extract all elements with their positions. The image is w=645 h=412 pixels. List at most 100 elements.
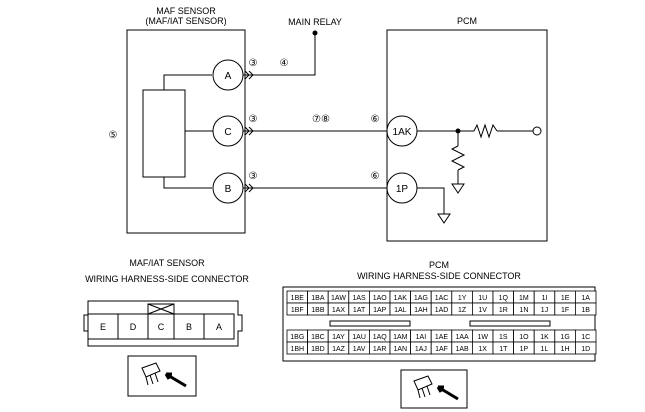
pcm-terminal-label: 1B [581, 307, 590, 314]
pcm-terminal-label: 1AU [352, 334, 366, 341]
marker-c-mid: ⑦⑧ [312, 114, 330, 125]
pcm-terminal-label: 1AK [394, 295, 408, 302]
marker-c-right: ⑥ [371, 114, 380, 125]
maf-pin-b: B [212, 172, 244, 204]
ground-symbol-1-icon [451, 183, 465, 194]
maf-connector-title: MAF/IAT SENSOR [129, 258, 205, 268]
pcm-terminal-label: 1C [581, 334, 590, 341]
pcm-terminal-label: 1H [561, 346, 570, 353]
marker-c-left: ③ [249, 114, 258, 125]
pcm-terminal-label: 1W [477, 334, 488, 341]
maf-terminal-a-label: A [216, 322, 222, 332]
maf-title: MAF SENSOR [156, 6, 216, 16]
maf-pin-a-label: A [225, 71, 232, 82]
pcm-terminal-label: 1M [519, 295, 529, 302]
reference-voltage-terminal [532, 126, 542, 136]
pcm-terminal-label: 1Z [458, 307, 467, 314]
main-relay-junction [312, 30, 318, 36]
pcm-terminal-label: 1BE [291, 295, 305, 302]
pcm-terminal-label: 1J [541, 307, 548, 314]
pcm-terminal-label: 1AQ [373, 334, 388, 341]
pcm-connector-view-icon [400, 369, 468, 409]
maf-pin-c-label: C [224, 127, 231, 138]
maf-terminal-e-label: E [100, 322, 106, 332]
pcm-terminal-label: 1F [561, 307, 569, 314]
pcm-terminal-label: 1AG [414, 295, 428, 302]
pcm-terminal-label: 1AD [435, 307, 449, 314]
pcm-terminal-label: 1K [540, 334, 549, 341]
pcm-terminal-cell [575, 341, 597, 355]
pcm-pin-1ak: 1AK [386, 115, 418, 147]
pcm-terminal-label: 1AO [373, 295, 388, 302]
latch-cross-icon [147, 303, 175, 315]
maf-side-marker: ⑤ [109, 130, 118, 141]
pcm-terminal-label: 1AJ [415, 346, 427, 353]
pcm-terminal-label: 1Q [499, 295, 509, 302]
pcm-terminal-label: 1X [478, 346, 487, 353]
pcm-pin-1p: 1P [386, 172, 418, 204]
marker-b-right: ⑥ [371, 171, 380, 182]
pcm-terminal-label: 1AW [331, 295, 346, 302]
maf-terminal-b [173, 313, 205, 340]
pcm-terminal-label: 1AR [373, 346, 387, 353]
pcm-terminal-label: 1T [499, 346, 508, 353]
pcm-terminal-label: 1AY [332, 334, 345, 341]
pcm-terminal-label: 1AV [353, 346, 366, 353]
pcm-terminal-label: 1D [581, 346, 590, 353]
maf-connector-view-icon [127, 355, 197, 397]
pcm-terminal-label: 1AA [455, 334, 469, 341]
maf-element [142, 89, 186, 178]
maf-terminal-d-label: D [130, 322, 137, 332]
pcm-terminal-label: 1BA [311, 295, 325, 302]
pcm-terminal-label: 1AB [455, 346, 469, 353]
wire-a-to-main-relay [243, 33, 316, 76]
pcm-terminal-label: 1L [541, 346, 549, 353]
marker-b-left: ③ [249, 171, 258, 182]
pcm-terminal-label: 1AC [435, 295, 449, 302]
maf-terminal-e [87, 313, 119, 340]
pcm-pin-1p-label: 1P [396, 184, 409, 195]
pcm-terminal-label: 1BD [311, 346, 325, 353]
maf-connector-terminals: E D C B A [87, 313, 235, 340]
pcm-terminal-label: 1AN [393, 346, 407, 353]
marker-a-left: ③ [249, 58, 258, 69]
pcm-box [386, 29, 548, 242]
main-relay-label: MAIN RELAY [288, 17, 342, 27]
pull-down-resistor-icon [450, 145, 466, 171]
maf-terminal-c-label: C [158, 322, 165, 332]
pull-up-resistor-icon [473, 123, 498, 139]
maf-internal-wire-b [163, 177, 212, 189]
pcm-terminal-label: 1AF [435, 346, 448, 353]
maf-connector-subtitle: WIRING HARNESS-SIDE CONNECTOR [85, 274, 249, 284]
pcm-terminal-label: 1AP [373, 307, 387, 314]
pcm-terminal-label: 1BB [311, 307, 325, 314]
pcm-terminal-label: 1AX [332, 307, 346, 314]
pcm-terminal-label: 1AT [353, 307, 366, 314]
pcm-terminal-label: 1BG [290, 334, 304, 341]
pcm-terminal-label: 1AM [393, 334, 408, 341]
pcm-terminal-label: 1AS [352, 295, 366, 302]
pcm-terminal-label: 1G [560, 334, 569, 341]
pcm-terminal-label: 1BF [291, 307, 304, 314]
pcm-pin-1ak-label: 1AK [393, 127, 412, 138]
maf-terminal-a [203, 313, 235, 340]
pcm-terminal-label: 1E [561, 295, 570, 302]
pcm-terminal-label: 1I [542, 295, 548, 302]
pcm-terminal-label: 1AE [435, 334, 449, 341]
pcm-connector-subtitle: WIRING HARNESS-SIDE CONNECTOR [357, 271, 521, 281]
pcm-terminal-label: 1P [520, 346, 529, 353]
pcm-terminal-label: 1AL [394, 307, 407, 314]
pcm-terminal-label: 1V [478, 307, 487, 314]
pcm-connector-key-right [469, 320, 551, 327]
marker-a-right: ④ [280, 58, 289, 69]
pcm-terminal-label: 1BH [290, 346, 304, 353]
maf-subtitle: (MAF/IAT SENSOR) [145, 16, 226, 26]
pcm-terminal-label: 1AH [414, 307, 428, 314]
pcm-terminal-label: 1A [581, 295, 590, 302]
pcm-terminal-label: 1S [499, 334, 508, 341]
pcm-terminal-label: 1U [478, 295, 487, 302]
maf-pin-a: A [212, 59, 244, 91]
pcm-terminal-label: 1N [519, 307, 528, 314]
maf-terminal-c [147, 313, 175, 340]
